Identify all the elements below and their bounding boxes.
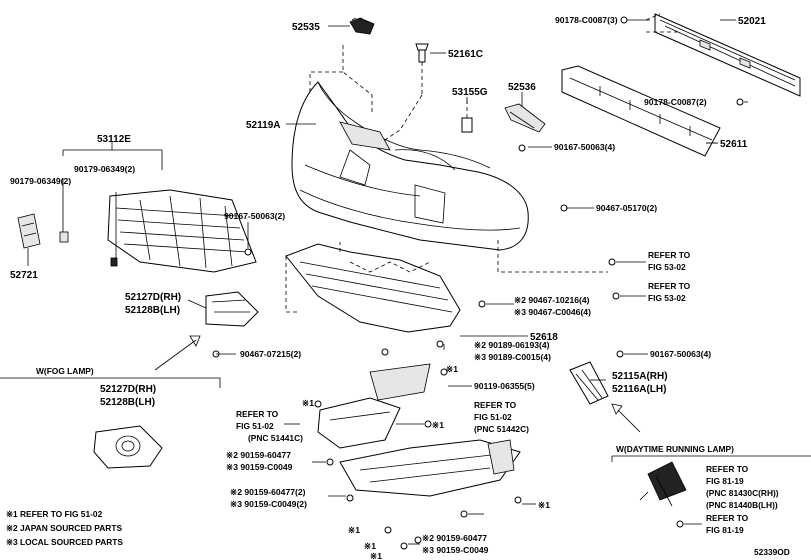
lower-shield-right-drawing [339, 439, 521, 497]
ref-51-02-left-line1[interactable]: REFER TO [236, 409, 279, 419]
label-90189-06193[interactable]: ※2 90189-06193(4) [474, 340, 550, 350]
label-90119-06355[interactable]: 90119-06355(5) [474, 381, 535, 391]
label-53155g[interactable]: 53155G [452, 87, 488, 98]
mark-1-f: ※1 [446, 364, 458, 374]
group-fog-lamp: W(FOG LAMP) [36, 366, 94, 376]
ref-51-02-left-line2[interactable]: FIG 51-02 [236, 421, 274, 431]
label-90467-07215[interactable]: 90467-07215(2) [240, 349, 301, 359]
bumper-cover-52119a-drawing [291, 81, 529, 251]
drl-lamp-drawing [647, 461, 687, 507]
label-52127d-rh-top[interactable]: 52127D(RH) [125, 292, 181, 303]
label-52128b-lh-top[interactable]: 52128B(LH) [125, 305, 180, 316]
label-52721[interactable]: 52721 [10, 270, 38, 281]
ref-81-19-a-line2[interactable]: FIG 81-19 [706, 476, 744, 486]
plug-53155g-drawing [461, 100, 473, 133]
label-90189-c0015[interactable]: ※3 90189-C0015(4) [474, 352, 551, 362]
ref-81-19-b-line2[interactable]: FIG 81-19 [706, 525, 744, 535]
grille-53112e-drawing [107, 189, 257, 273]
ref-53-02-a-line1[interactable]: REFER TO [648, 250, 691, 260]
absorber-52611-drawing [561, 65, 721, 157]
label-90467-10216[interactable]: ※2 90467-10216(4) [514, 295, 590, 305]
label-90159-60477-a[interactable]: ※2 90159-60477 [226, 450, 291, 460]
ref-53-02-b-line1[interactable]: REFER TO [648, 281, 691, 291]
label-52161c[interactable]: 52161C [448, 49, 483, 60]
mark-1-e: ※1 [364, 541, 376, 551]
ref-81-19-a-line4[interactable]: (PNC 81440B(LH)) [706, 500, 778, 510]
label-52611[interactable]: 52611 [720, 139, 748, 150]
ref-51-02-right-line2[interactable]: FIG 51-02 [474, 412, 512, 422]
bracket-52721-drawing [17, 213, 69, 249]
ref-51-02-left-line3[interactable]: (PNC 51441C) [248, 433, 303, 443]
label-90159-c0049-b[interactable]: ※3 90159-C0049(2) [230, 499, 307, 509]
reference-labels: REFER TO FIG 53-02 REFER TO FIG 53-02 RE… [236, 250, 779, 535]
diagram-id: 52339OD [754, 547, 790, 557]
ref-51-02-right-line1[interactable]: REFER TO [474, 400, 517, 410]
label-90167-50063-c[interactable]: 90167-50063(4) [650, 349, 711, 359]
label-52536[interactable]: 52536 [508, 82, 536, 93]
mark-1-b: ※1 [432, 420, 444, 430]
part-labels: 52535 52161C 53155G 52536 52119A 53112E … [10, 15, 766, 555]
label-53112e[interactable]: 53112E [97, 134, 131, 145]
label-90167-50063-a[interactable]: 90167-50063(2) [224, 211, 285, 221]
label-90159-60477-b[interactable]: ※2 90159-60477(2) [230, 487, 306, 497]
screw-52161c-drawing [415, 43, 429, 95]
label-52116a[interactable]: 52116A(LH) [612, 384, 666, 395]
label-90167-50063-b[interactable]: 90167-50063(4) [554, 142, 615, 152]
ref-53-02-b-line2[interactable]: FIG 53-02 [648, 293, 686, 303]
legend-item-3: ※3 LOCAL SOURCED PARTS [6, 537, 123, 547]
mark-1-d: ※1 [348, 525, 360, 535]
label-52119a[interactable]: 52119A [246, 120, 280, 131]
lower-shield-left-drawing [317, 363, 431, 449]
under-cover-52618-drawing [285, 242, 461, 333]
mark-1-a: ※1 [302, 398, 314, 408]
label-52127d-rh-fog[interactable]: 52127D(RH) [100, 384, 156, 395]
label-52535[interactable]: 52535 [292, 22, 320, 33]
label-90178-c0087-b[interactable]: 90178-C0087(2) [644, 97, 707, 107]
label-90159-c0049-a[interactable]: ※3 90159-C0049 [226, 462, 293, 472]
ref-81-19-a-line1[interactable]: REFER TO [706, 464, 749, 474]
bracket-52536-drawing [504, 103, 546, 133]
clip-52535-drawing [349, 17, 375, 35]
label-90467-c0046[interactable]: ※3 90467-C0046(4) [514, 307, 591, 317]
fog-lamp-drawing [93, 425, 163, 469]
group-drl: W(DAYTIME RUNNING LAMP) [616, 444, 734, 454]
garnish-52115a-drawing [569, 361, 609, 405]
mark-1-c: ※1 [538, 500, 550, 510]
ref-81-19-b-line1[interactable]: REFER TO [706, 513, 749, 523]
label-90159-60477-c[interactable]: ※2 90159-60477 [422, 533, 487, 543]
legend-item-1: ※1 REFER TO FIG 51-02 [6, 509, 103, 519]
fasteners [212, 16, 744, 550]
label-52618[interactable]: 52618 [530, 332, 558, 343]
label-52115a[interactable]: 52115A(RH) [612, 371, 668, 382]
legend: ※1 REFER TO FIG 51-02 ※2 JAPAN SOURCED P… [6, 509, 123, 547]
fog-cover-drawing [205, 291, 259, 327]
leader-lines [27, 19, 748, 545]
reinforcement-52021-drawing [645, 13, 801, 97]
label-90178-c0087-a[interactable]: 90178-C0087(3) [555, 15, 618, 25]
mark-labels: ※1 ※1 ※1 ※1 ※1 ※1 ※1 [302, 364, 550, 560]
ref-53-02-a-line2[interactable]: FIG 53-02 [648, 262, 686, 272]
label-90179-06349-a[interactable]: 90179-06349(2) [74, 164, 135, 174]
label-90159-c0049-c[interactable]: ※3 90159-C0049 [422, 545, 489, 555]
ref-51-02-right-line3[interactable]: (PNC 51442C) [474, 424, 529, 434]
mark-1-g: ※1 [370, 551, 382, 560]
label-90179-06349-b[interactable]: 90179-06349(2) [10, 176, 71, 186]
label-90467-05170[interactable]: 90467-05170(2) [596, 203, 657, 213]
label-52128b-lh-fog[interactable]: 52128B(LH) [100, 397, 155, 408]
legend-item-2: ※2 JAPAN SOURCED PARTS [6, 523, 122, 533]
label-52021[interactable]: 52021 [738, 16, 766, 27]
ref-81-19-a-line3[interactable]: (PNC 81430C(RH)) [706, 488, 779, 498]
